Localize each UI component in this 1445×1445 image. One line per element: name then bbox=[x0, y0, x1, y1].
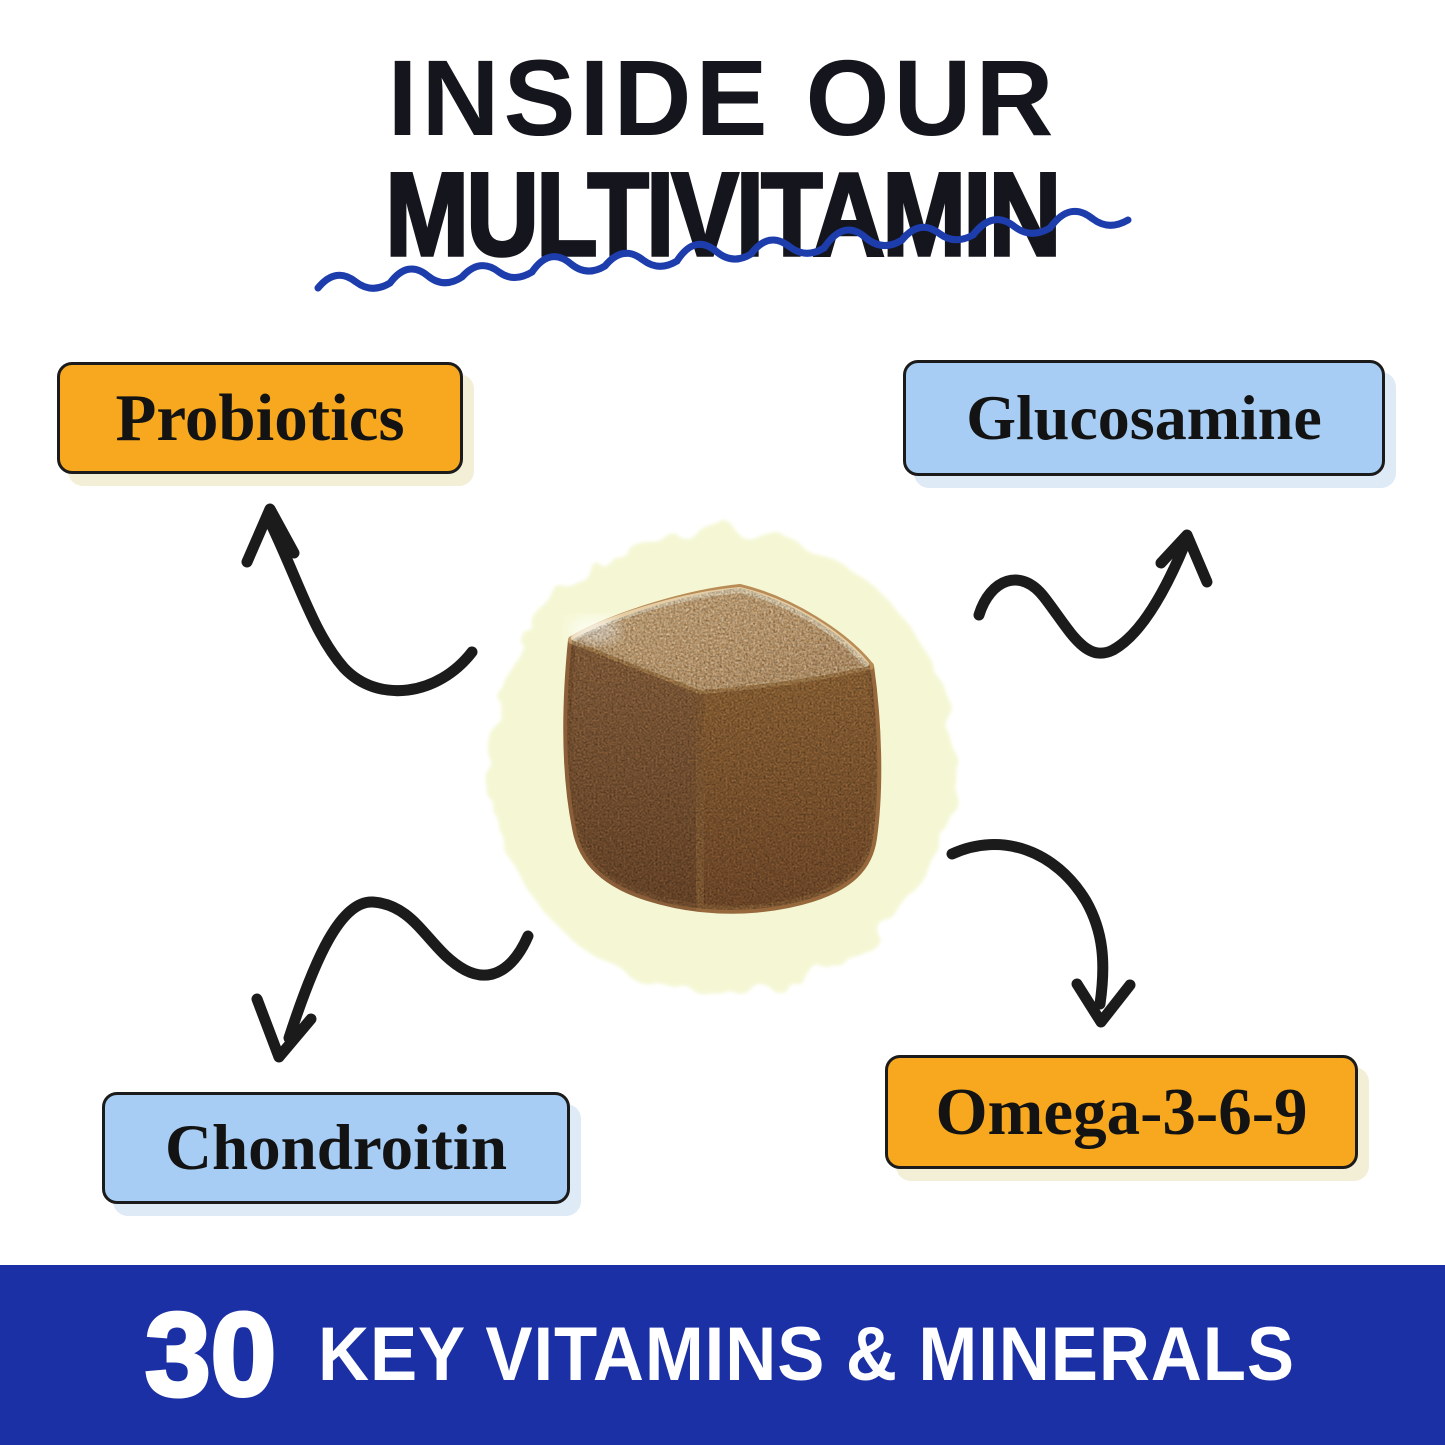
omega-3-6-9-label-text: Omega-3-6-9 bbox=[935, 1074, 1308, 1149]
cube-texture-light bbox=[572, 588, 870, 690]
probiotics-label: Probiotics bbox=[57, 362, 463, 474]
chondroitin-label: Chondroitin bbox=[102, 1092, 570, 1204]
wavy-arrow-to-chondroitin-icon bbox=[251, 896, 534, 1063]
curved-arrow-to-omega-icon bbox=[946, 839, 1136, 1028]
curved-arrow-to-probiotics-icon bbox=[241, 503, 478, 697]
chondroitin-label-text: Chondroitin bbox=[165, 1111, 507, 1184]
probiotics-label-text: Probiotics bbox=[115, 380, 405, 455]
wavy-arrow-to-glucosamine-icon bbox=[973, 529, 1213, 659]
wavy-underline-icon bbox=[314, 207, 1132, 292]
title-line-1: INSIDE OUR bbox=[387, 37, 1058, 158]
chew-cube-image bbox=[563, 584, 882, 914]
glucosamine-label-text: Glucosamine bbox=[966, 382, 1322, 453]
glucosamine-label: Glucosamine bbox=[903, 360, 1385, 476]
omega-3-6-9-label: Omega-3-6-9 bbox=[885, 1055, 1358, 1169]
bottom-banner: 30 KEY VITAMINS & MINERALS bbox=[0, 1265, 1445, 1445]
banner-count: 30 bbox=[143, 1289, 278, 1421]
banner-text: KEY VITAMINS & MINERALS bbox=[318, 1312, 1296, 1397]
